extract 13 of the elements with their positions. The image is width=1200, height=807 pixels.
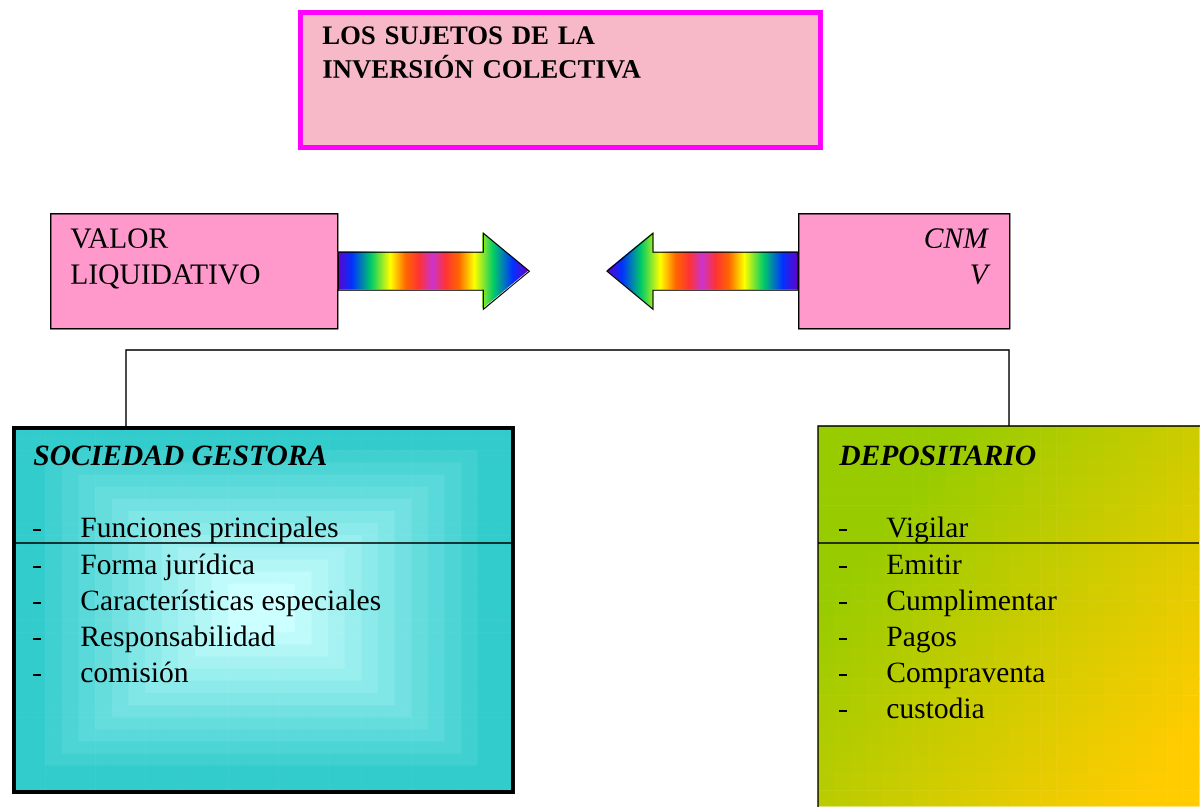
node-label: Cumplimentar	[887, 589, 1057, 617]
node-label: DEPOSITARIO	[839, 445, 1036, 466]
node-label: Compraventa	[887, 662, 1045, 689]
node-label: Emitir	[887, 554, 962, 575]
node-label: Vigilar	[886, 516, 968, 544]
list-panel: DEPOSITARIO Vigilar Emitir Cumplimentar Pagos Compraventa custodia	[817, 425, 1200, 807]
title-box: LOS SUJETOS DE LA INVERSIÓN COLECTIVA	[298, 10, 823, 150]
info-box: CNM V	[798, 213, 1011, 330]
node-label: Pagos	[887, 626, 956, 653]
list-panel: SOCIEDAD GESTORA Funciones principales Forma jurídica Características especiales Responsabilidad comisión	[11, 426, 515, 794]
bracket-connector	[125, 349, 1010, 427]
node-label: custodia	[887, 697, 985, 719]
info-box: VALOR LIQUIDATIVO	[50, 213, 339, 330]
